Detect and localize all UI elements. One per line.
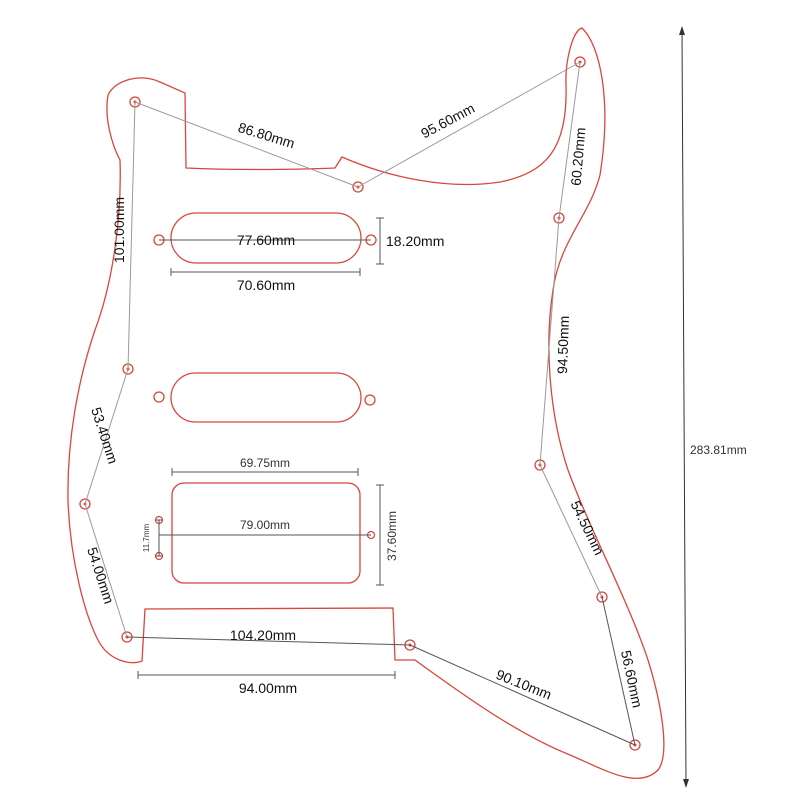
label-top-right-span: 95.60mm (418, 100, 477, 142)
measure-line (127, 101, 136, 370)
pickguard-outline (67, 27, 665, 780)
screw-hole (596, 591, 608, 603)
label-right-mid: 94.50mm (554, 315, 572, 374)
label-top-left-span: 86.80mm (236, 119, 296, 151)
measure-line (539, 464, 603, 598)
pickup-cutout-middle (170, 372, 362, 423)
measure-line (126, 636, 411, 646)
measure-lines (84, 61, 603, 638)
pickup-hole-middle-right (364, 394, 376, 406)
measure-lines-dark (126, 239, 636, 746)
measure-line (84, 368, 129, 505)
measure-line (539, 217, 560, 466)
label-left-mid: 53.40mm (88, 405, 121, 465)
pickup-cutout-neck (170, 212, 362, 264)
screw-hole (574, 56, 586, 68)
label-left-upper: 101.00mm (111, 197, 127, 263)
screw-hole (629, 739, 641, 751)
pickup-hole-middle-left (153, 391, 165, 403)
label-right-bottom: 56.60mm (618, 649, 646, 709)
measure-line (134, 101, 359, 188)
measure-line (601, 596, 636, 746)
label-left-lower: 54.00mm (84, 545, 117, 605)
label-pickup1-height: 18.20mm (386, 233, 444, 249)
label-right-upper: 60.20mm (568, 127, 589, 187)
screw-hole (79, 498, 91, 510)
label-total-height: 283.81mm (690, 443, 747, 457)
label-pickup1-span: 77.60mm (237, 232, 295, 248)
measure-line (84, 503, 128, 638)
label-humbucker-small: 11.7mm (142, 524, 151, 553)
height-arrow (679, 26, 689, 788)
measure-line (409, 644, 636, 746)
measure-line (357, 61, 581, 188)
label-right-lower: 54.50mm (568, 498, 608, 557)
pickup-cutout-humbucker (171, 482, 361, 584)
label-bottom-diag: 90.10mm (494, 666, 554, 703)
label-humbucker-width: 69.75mm (240, 456, 290, 470)
measure-line (558, 61, 581, 219)
label-control-span: 104.20mm (230, 627, 296, 643)
label-humbucker-span: 79.00mm (240, 518, 290, 532)
label-pickup1-width: 70.60mm (237, 277, 295, 293)
screw-hole (352, 181, 364, 193)
label-control-width: 94.00mm (239, 680, 297, 696)
dimension-rulers (137, 217, 396, 679)
label-humbucker-height: 37.60mm (385, 511, 399, 561)
